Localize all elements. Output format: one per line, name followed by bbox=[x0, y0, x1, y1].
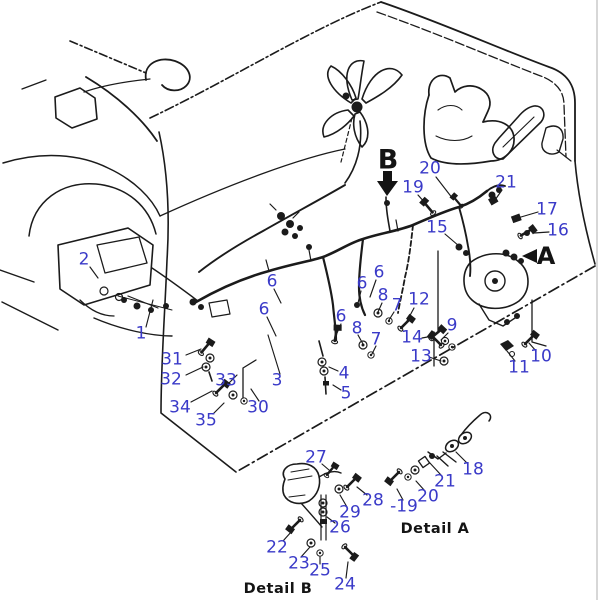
part-callout-24: 24 bbox=[334, 574, 356, 595]
part-callout-20: 20 bbox=[417, 486, 439, 507]
view-marker-a: A bbox=[536, 242, 556, 270]
part-callout-33: 33 bbox=[215, 370, 237, 391]
part-callout-10: 10 bbox=[530, 346, 552, 367]
part-callout-1: 1 bbox=[135, 323, 147, 344]
detail-b-caption: Detail B bbox=[243, 580, 313, 597]
part-callout-7: 7 bbox=[391, 295, 403, 316]
part-callout-28: 28 bbox=[362, 490, 384, 511]
part-callout-17: 17 bbox=[536, 199, 558, 220]
part-callout-27: 27 bbox=[305, 447, 327, 468]
machine-outline bbox=[0, 1, 596, 473]
part-callout-23: 23 bbox=[288, 553, 310, 574]
part-callout-5: 5 bbox=[340, 383, 352, 404]
part-callout-8: 8 bbox=[351, 318, 363, 339]
detail-b-parts bbox=[282, 459, 364, 564]
part-callout-12: 12 bbox=[408, 289, 430, 310]
part-callout-18: 18 bbox=[462, 459, 484, 480]
part-callout-20: 20 bbox=[419, 158, 441, 179]
fastener-glyphs bbox=[195, 190, 542, 405]
part-callout-32: 32 bbox=[160, 369, 182, 390]
part-callout-21: 21 bbox=[495, 172, 517, 193]
part-callout-6: 6 bbox=[258, 299, 270, 320]
part-callout-3: 3 bbox=[271, 370, 283, 391]
part-callout-15: 15 bbox=[426, 217, 448, 238]
cooling-fan bbox=[322, 59, 403, 184]
leader-lines bbox=[89, 176, 550, 579]
part-callout-34: 34 bbox=[169, 397, 191, 418]
b-down-arrow-icon bbox=[377, 171, 398, 196]
part-callout-25: 25 bbox=[309, 560, 331, 581]
direction-arrows bbox=[377, 171, 537, 263]
part-callout-6: 6 bbox=[373, 262, 385, 283]
part-callout-6: 6 bbox=[356, 273, 368, 294]
part-callout-7: 7 bbox=[370, 329, 382, 350]
part-callout-6: 6 bbox=[266, 271, 278, 292]
detail-a-caption: Detail A bbox=[400, 520, 470, 537]
part-callout-29: 29 bbox=[339, 502, 361, 523]
a-left-arrow-icon bbox=[522, 249, 537, 263]
part-callout-13: 13 bbox=[410, 346, 432, 367]
part-callout-4: 4 bbox=[338, 363, 350, 384]
detail-a-parts bbox=[382, 411, 492, 489]
part-callout-8: 8 bbox=[377, 285, 389, 306]
part-callout-2: 2 bbox=[78, 249, 90, 270]
part-callout-30: 30 bbox=[247, 397, 269, 418]
relay-box-assembly bbox=[57, 227, 231, 318]
part-callout-31: 31 bbox=[161, 349, 183, 370]
part-callout-16: 16 bbox=[547, 220, 569, 241]
part-callout-19: 19 bbox=[402, 177, 424, 198]
part-callout-19: -19 bbox=[390, 496, 418, 517]
part-callout-11: 11 bbox=[508, 357, 530, 378]
part-callout-35: 35 bbox=[195, 410, 217, 431]
part-callout-22: 22 bbox=[266, 537, 288, 558]
view-marker-b: B bbox=[377, 144, 399, 176]
scan-edge-line bbox=[596, 0, 598, 600]
part-callout-26: 26 bbox=[329, 517, 351, 538]
part-callout-21: 21 bbox=[434, 471, 456, 492]
engine-block bbox=[423, 74, 572, 165]
part-callout-9: 9 bbox=[446, 315, 458, 336]
part-callout-14: 14 bbox=[401, 327, 423, 348]
part-callout-6: 6 bbox=[335, 306, 347, 327]
